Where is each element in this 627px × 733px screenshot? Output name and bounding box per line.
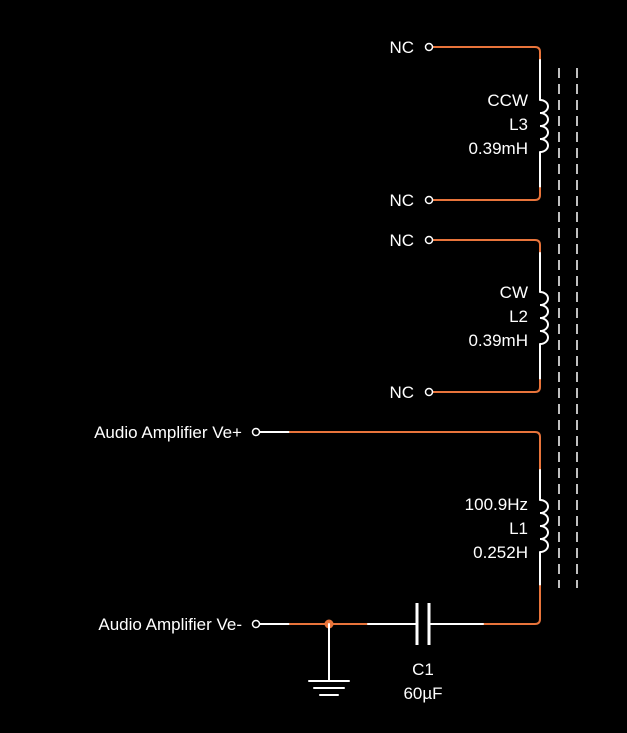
capacitor-c1: Audio Amplifier Ve- C1 60µF bbox=[98, 603, 484, 703]
wire-l1-bottom bbox=[482, 585, 541, 625]
coil-l1 bbox=[539, 499, 549, 553]
terminal-nc-2 bbox=[424, 195, 434, 205]
label-nc-4: NC bbox=[389, 383, 414, 402]
label-l3-ref: L3 bbox=[509, 115, 528, 134]
label-l3-value: 0.39mH bbox=[468, 139, 528, 158]
label-c1-value: 60µF bbox=[403, 684, 442, 703]
label-l1-value: 0.252H bbox=[473, 543, 528, 562]
inductor-l3: NC NC CCW L3 0.39mH bbox=[389, 38, 549, 210]
coil-l3 bbox=[539, 99, 549, 153]
inductor-l1: Audio Amplifier Ve+ 100.9Hz L1 0.252H bbox=[94, 423, 549, 625]
label-vminus: Audio Amplifier Ve- bbox=[98, 615, 242, 634]
terminal-vplus bbox=[251, 427, 261, 437]
label-vplus: Audio Amplifier Ve+ bbox=[94, 423, 242, 442]
label-nc-1: NC bbox=[389, 38, 414, 57]
label-l2-value: 0.39mH bbox=[468, 331, 528, 350]
label-l3-winding: CCW bbox=[487, 91, 528, 110]
transformer-core bbox=[558, 68, 578, 588]
label-nc-2: NC bbox=[389, 191, 414, 210]
label-l1-ref: L1 bbox=[509, 519, 528, 538]
wire-l1-top bbox=[289, 431, 541, 471]
label-l2-winding: CW bbox=[500, 283, 528, 302]
wire-l3-top bbox=[432, 46, 541, 61]
terminal-nc-4 bbox=[424, 387, 434, 397]
label-nc-3: NC bbox=[389, 231, 414, 250]
coil-l2 bbox=[539, 291, 549, 345]
wire-l2-top bbox=[432, 239, 541, 254]
wire-l3-bottom bbox=[432, 187, 541, 201]
wire-l2-bottom bbox=[432, 379, 541, 393]
inductor-l2: NC NC CW L2 0.39mH bbox=[389, 231, 549, 402]
terminal-nc-3 bbox=[424, 235, 434, 245]
terminal-nc-1 bbox=[424, 42, 434, 52]
label-c1-ref: C1 bbox=[412, 660, 434, 679]
ground-icon bbox=[308, 623, 350, 696]
label-l2-ref: L2 bbox=[509, 307, 528, 326]
label-l1-frequency: 100.9Hz bbox=[465, 495, 528, 514]
terminal-vminus bbox=[251, 619, 261, 629]
